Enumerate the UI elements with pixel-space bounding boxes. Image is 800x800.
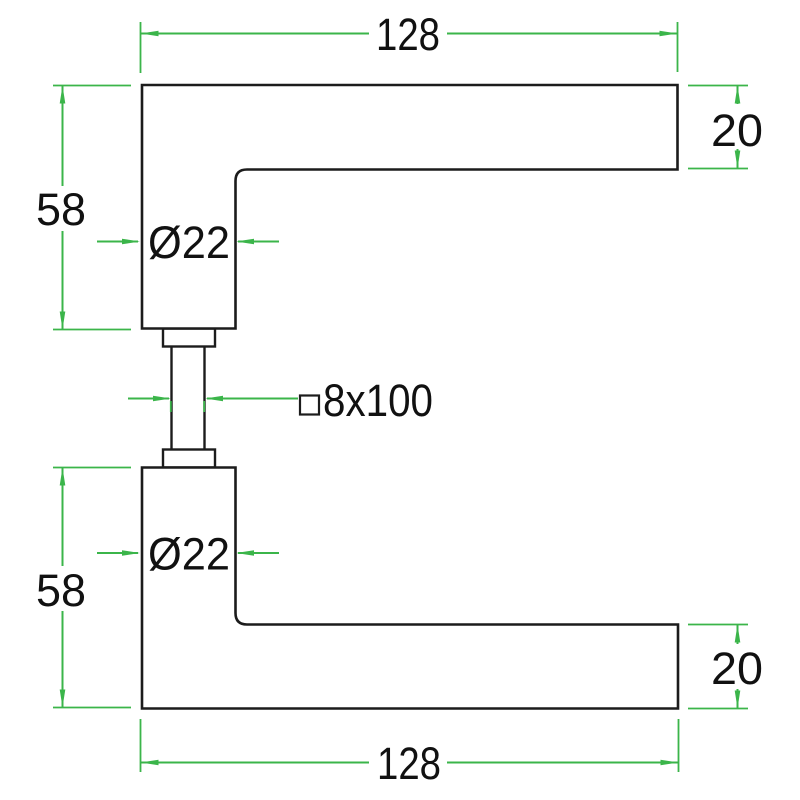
label-backdrop bbox=[35, 186, 89, 231]
extension-line bbox=[139, 22, 679, 73]
bottom-collar bbox=[161, 448, 217, 469]
arrowhead-left-icon bbox=[140, 759, 159, 766]
label-backdrop bbox=[710, 104, 765, 149]
square-section-icon bbox=[298, 394, 321, 416]
arrowhead-right-icon bbox=[122, 238, 140, 245]
label-backdrop bbox=[369, 12, 447, 54]
arrowhead-right-icon bbox=[660, 759, 679, 766]
top-handle-outline bbox=[140, 83, 679, 330]
extension-line bbox=[53, 84, 131, 331]
dim-top-bar-thickness: 20 bbox=[688, 84, 765, 170]
dimension-label: 8x100 bbox=[323, 375, 433, 426]
dim-bottom-bar-thickness: 20 bbox=[688, 623, 765, 710]
dim-bottom-grip-diameter: Ø22 bbox=[97, 529, 279, 580]
arrowhead-up-icon bbox=[734, 624, 741, 643]
dim-top-width: 128 bbox=[139, 9, 679, 73]
arrowhead-right-icon bbox=[122, 550, 140, 556]
dimension-label: Ø22 bbox=[148, 529, 230, 580]
arrowhead-up-icon bbox=[734, 85, 741, 104]
dimension-label: 58 bbox=[36, 184, 86, 235]
arrowhead-up-icon bbox=[59, 467, 66, 486]
arrowhead-left-icon bbox=[140, 30, 159, 37]
dim-spindle: 8x100 bbox=[128, 375, 433, 426]
dimension-label: 58 bbox=[36, 565, 86, 616]
spindle-extension-stubs bbox=[169, 401, 206, 412]
dim-bottom-height: 58 bbox=[35, 466, 131, 709]
arrowhead-down-icon bbox=[734, 150, 741, 169]
arrowhead-down-icon bbox=[59, 689, 66, 708]
dimension-label: 128 bbox=[376, 9, 440, 60]
dimension-label: Ø22 bbox=[148, 217, 230, 268]
dimension-label: 20 bbox=[711, 643, 763, 694]
dimension-label: 20 bbox=[711, 105, 763, 156]
dimension-label: 128 bbox=[377, 738, 441, 789]
arrowhead-down-icon bbox=[734, 690, 741, 709]
arrowhead-left-icon bbox=[236, 238, 254, 245]
bottom-handle-outline bbox=[140, 466, 680, 710]
spindle-shaft bbox=[170, 338, 206, 457]
top-collar bbox=[161, 327, 217, 348]
label-backdrop bbox=[369, 741, 447, 783]
dim-top-grip-diameter: Ø22 bbox=[97, 217, 279, 268]
arrowhead-left-icon bbox=[236, 550, 254, 556]
dim-bottom-width: 128 bbox=[139, 719, 680, 789]
dim-top-height: 58 bbox=[35, 84, 131, 331]
arrowhead-left-icon bbox=[205, 395, 223, 402]
label-backdrop bbox=[710, 644, 765, 689]
arrowhead-right-icon bbox=[153, 395, 171, 402]
arrowhead-right-icon bbox=[659, 30, 678, 37]
arrowhead-down-icon bbox=[59, 311, 66, 330]
label-backdrop bbox=[35, 566, 89, 611]
arrowhead-up-icon bbox=[59, 85, 66, 104]
extension-line bbox=[53, 466, 131, 709]
